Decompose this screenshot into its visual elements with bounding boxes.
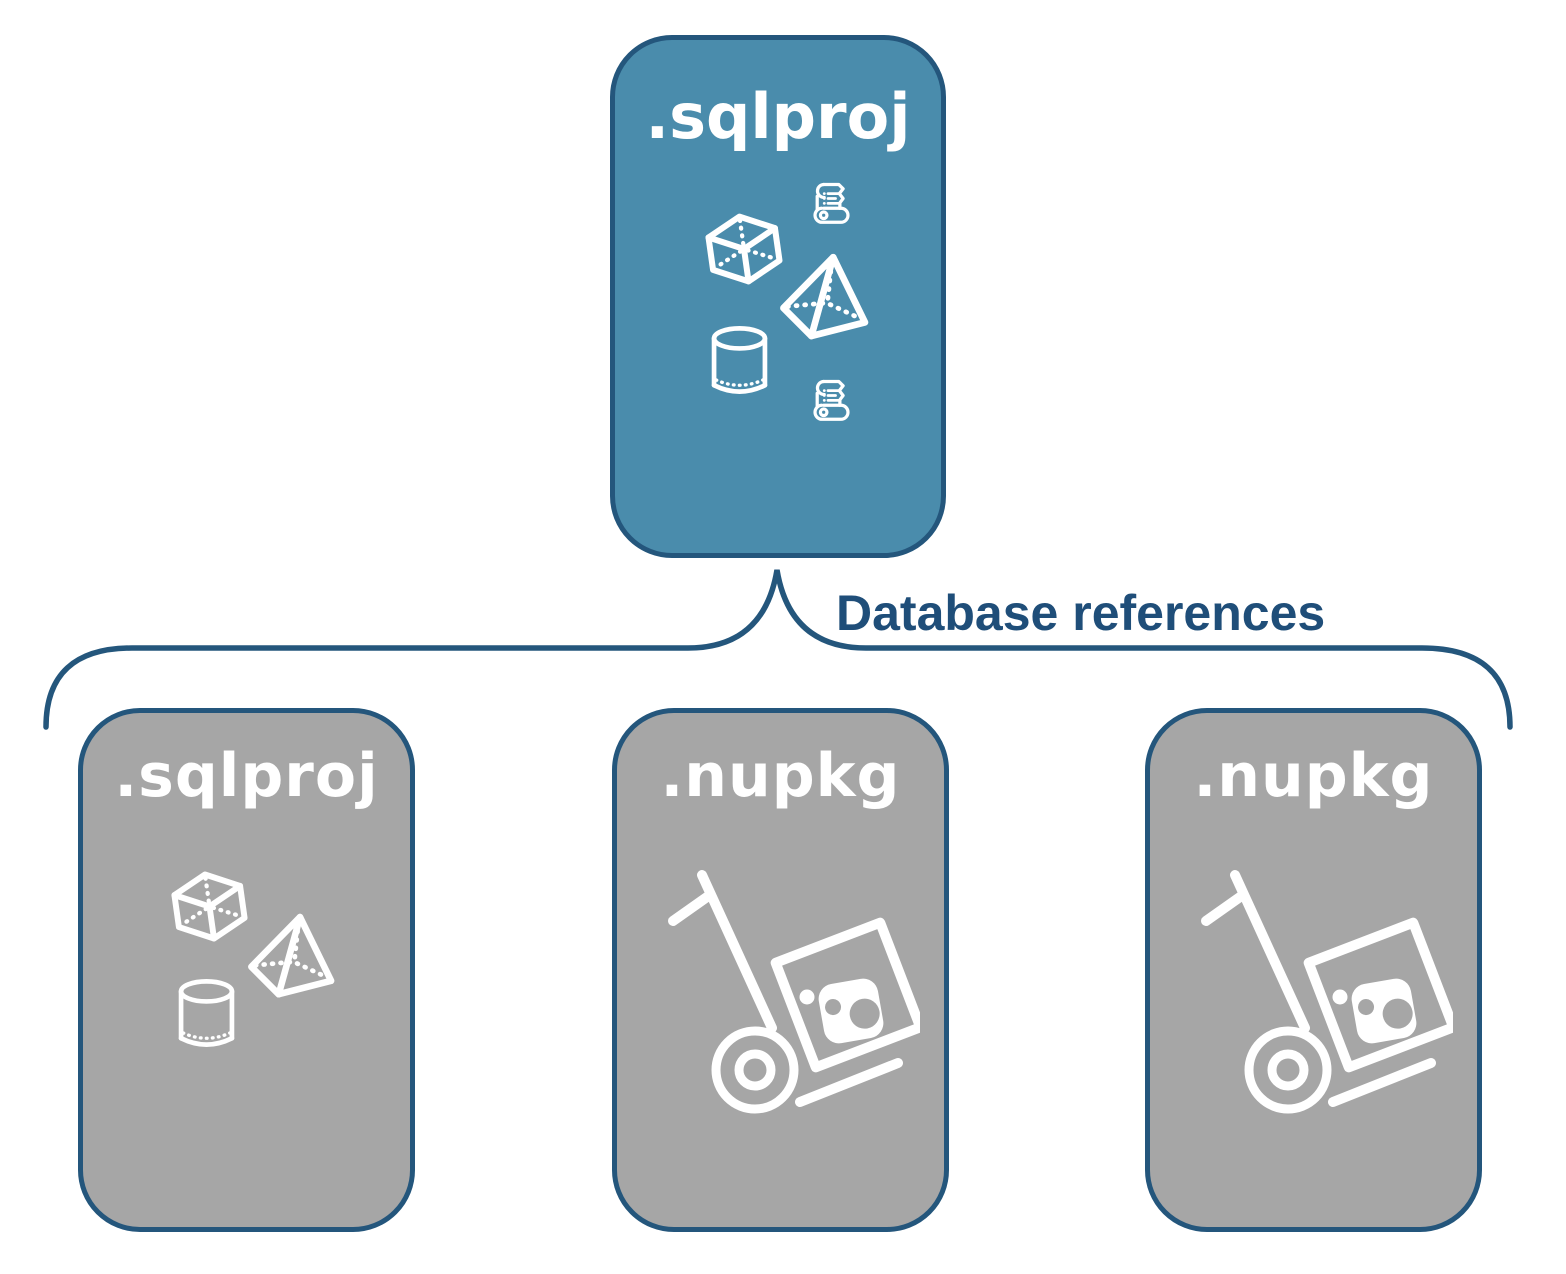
- database-references-label: Database references: [836, 585, 1326, 641]
- node-child-nupkg: .nupkg: [612, 708, 949, 1232]
- cylinder-icon: [706, 323, 773, 402]
- node-child-sqlproj: .sqlproj: [78, 708, 415, 1232]
- node-title: .nupkg: [660, 741, 901, 811]
- cylinder-icon: [173, 976, 240, 1055]
- node-root-sqlproj: .sqlproj: [610, 35, 946, 558]
- scroll-icon: [801, 178, 855, 232]
- node-child-nupkg: .nupkg: [1145, 708, 1482, 1232]
- pyramid-icon: [775, 250, 877, 346]
- nuget-package-dolly-icon: [1193, 860, 1453, 1120]
- node-title: .sqlproj: [645, 80, 911, 153]
- node-title: .nupkg: [1193, 741, 1434, 811]
- node-title: .sqlproj: [114, 741, 379, 811]
- scroll-icon: [801, 375, 855, 429]
- pyramid-icon: [243, 910, 343, 1004]
- nuget-package-dolly-icon: [660, 860, 920, 1120]
- cube-icon: [167, 864, 252, 949]
